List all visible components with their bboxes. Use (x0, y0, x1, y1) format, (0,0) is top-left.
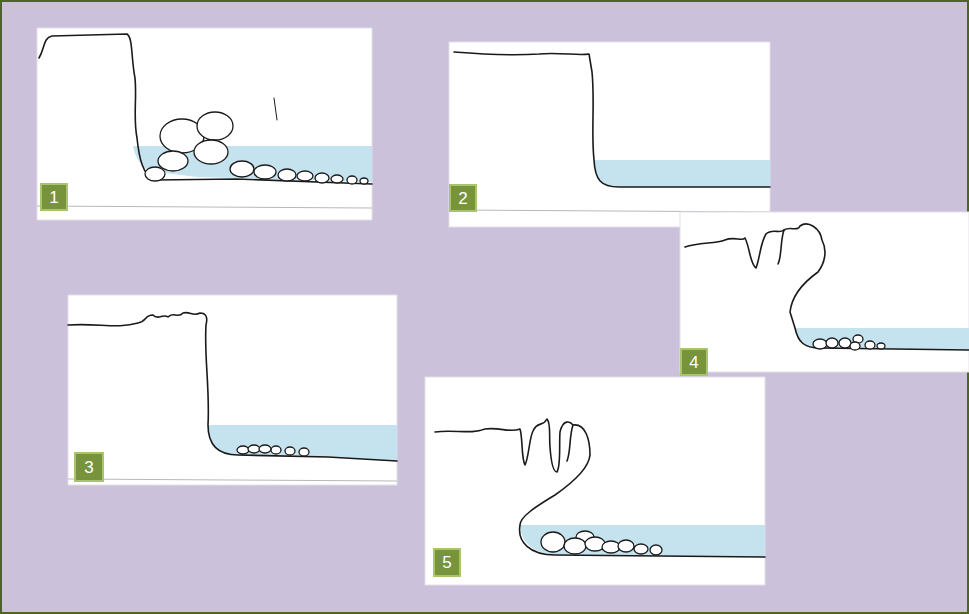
cliff-crack (567, 425, 573, 461)
pebble (826, 338, 838, 348)
boulders (145, 112, 368, 184)
pebble (877, 343, 885, 349)
panel-background (449, 42, 770, 227)
panel-background (37, 28, 372, 220)
callout-number: 5 (442, 554, 451, 571)
boulder (145, 167, 165, 181)
boulders (541, 531, 662, 555)
pebble (634, 544, 648, 554)
pebble (237, 446, 249, 454)
pebbles (813, 335, 885, 350)
panel-five (425, 377, 765, 585)
callout-number-box: 1 (40, 183, 68, 211)
callout-number-box: 4 (680, 348, 708, 376)
cliff-outline (454, 52, 770, 187)
pebble (278, 169, 296, 181)
panel-background (425, 377, 765, 585)
panel-background (680, 212, 969, 372)
base-line (37, 206, 372, 208)
pebble (248, 445, 260, 453)
panel-four (680, 212, 969, 372)
sea-water (795, 328, 969, 350)
boulder (254, 165, 276, 179)
pebble (618, 540, 634, 552)
cliff-crack (778, 230, 784, 264)
pebble (259, 445, 271, 453)
panel-two (449, 42, 770, 227)
panel-three (68, 295, 397, 485)
pebble (850, 342, 860, 350)
cliff-outline (435, 419, 765, 557)
boulder (158, 151, 188, 171)
boulder (197, 112, 233, 140)
pebble (315, 173, 329, 183)
pebble (331, 175, 343, 183)
boulder (564, 538, 586, 554)
cliff-outline (685, 224, 969, 350)
cliff-outline (39, 34, 372, 184)
pebble (271, 446, 281, 454)
pebble (602, 541, 620, 553)
sea-water (133, 146, 372, 182)
pebble (285, 447, 295, 455)
leader-mark (274, 98, 277, 120)
callout-number-box: 2 (449, 184, 477, 212)
boulder (541, 532, 565, 552)
panel-background (68, 295, 397, 485)
callout-number: 4 (689, 354, 698, 371)
boulder (230, 161, 254, 177)
pebble (297, 171, 313, 181)
callout-number-box: 3 (74, 452, 104, 482)
boulder (194, 140, 228, 164)
pebbles (237, 445, 309, 456)
pebble (813, 339, 827, 349)
callout-number: 2 (458, 190, 467, 207)
sea-water (594, 160, 770, 187)
panel-one (37, 28, 372, 220)
callout-number: 3 (84, 459, 93, 476)
pebble (360, 178, 368, 184)
pebble (865, 341, 875, 349)
pebble (650, 545, 662, 555)
callout-number: 1 (49, 189, 58, 206)
pebble (347, 176, 357, 184)
pebble (299, 448, 309, 456)
cliff-outline (68, 313, 397, 461)
sea-water (520, 525, 765, 557)
pebble (839, 338, 851, 348)
callout-number-box: 5 (433, 548, 461, 577)
base-line (68, 479, 397, 481)
